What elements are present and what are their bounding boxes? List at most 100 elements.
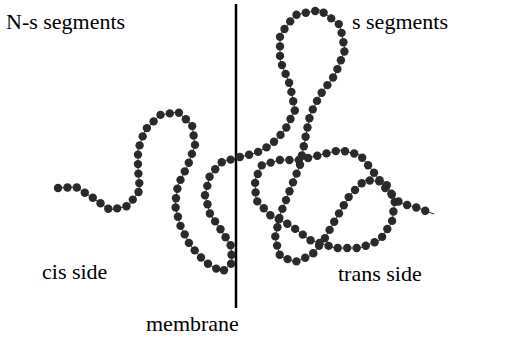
monomer-bead bbox=[335, 20, 343, 28]
monomer-bead bbox=[135, 141, 143, 149]
monomer-bead bbox=[292, 169, 300, 177]
monomer-bead bbox=[96, 199, 104, 207]
monomer-bead bbox=[174, 213, 182, 221]
monomer-bead bbox=[181, 230, 189, 238]
monomer-bead bbox=[339, 38, 347, 46]
monomer-bead bbox=[291, 106, 299, 114]
monomer-bead bbox=[188, 122, 196, 130]
monomer-bead bbox=[301, 133, 309, 141]
monomer-bead bbox=[172, 194, 180, 202]
monomer-bead bbox=[143, 124, 151, 132]
monomer-bead bbox=[276, 156, 284, 164]
monomer-bead bbox=[301, 254, 309, 262]
monomer-bead bbox=[322, 149, 330, 157]
monomer-bead bbox=[282, 123, 290, 131]
monomer-bead bbox=[324, 242, 332, 250]
monomer-bead bbox=[216, 225, 224, 233]
monomer-bead bbox=[383, 225, 391, 233]
monomer-bead bbox=[227, 260, 235, 268]
monomer-bead bbox=[191, 246, 199, 254]
monomer-bead bbox=[270, 138, 278, 146]
monomer-bead bbox=[362, 242, 370, 250]
monomer-bead bbox=[254, 170, 262, 178]
monomer-bead bbox=[343, 244, 351, 252]
monomer-bead bbox=[286, 17, 294, 25]
monomer-bead bbox=[253, 197, 261, 205]
monomer-bead bbox=[166, 109, 174, 117]
monomer-bead bbox=[283, 220, 291, 228]
monomer-bead bbox=[340, 201, 348, 209]
monomer-bead bbox=[366, 176, 374, 184]
monomer-bead bbox=[220, 266, 228, 274]
monomer-bead bbox=[278, 61, 286, 69]
monomer-bead bbox=[134, 188, 142, 196]
monomer-bead bbox=[313, 97, 321, 105]
monomer-bead bbox=[358, 154, 366, 162]
monomer-bead bbox=[295, 156, 303, 164]
monomer-bead bbox=[262, 143, 270, 151]
monomer-bead bbox=[286, 115, 294, 123]
monomer-bead bbox=[319, 9, 327, 17]
monomer-bead bbox=[381, 184, 389, 192]
monomer-bead bbox=[218, 158, 226, 166]
monomer-bead bbox=[370, 169, 378, 177]
monomer-bead bbox=[285, 79, 293, 87]
monomer-bead bbox=[201, 191, 209, 199]
region-label: N-s segments bbox=[6, 10, 125, 34]
monomer-bead bbox=[412, 203, 420, 211]
monomer-bead bbox=[89, 194, 97, 202]
monomer-bead bbox=[304, 154, 312, 162]
monomer-bead bbox=[156, 111, 164, 119]
monomer-bead bbox=[388, 191, 396, 199]
monomer-bead bbox=[285, 156, 293, 164]
monomer-bead bbox=[189, 131, 197, 139]
monomer-bead bbox=[291, 225, 299, 233]
monomer-bead bbox=[323, 81, 331, 89]
monomer-bead bbox=[258, 161, 266, 169]
monomer-bead bbox=[273, 223, 281, 231]
polymer-chain bbox=[54, 7, 434, 275]
monomer-bead bbox=[81, 189, 89, 197]
monomer-bead bbox=[332, 147, 340, 155]
monomer-bead bbox=[134, 169, 142, 177]
monomer-bead bbox=[333, 65, 341, 73]
monomer-bead bbox=[226, 241, 234, 249]
monomer-bead bbox=[289, 97, 297, 105]
monomer-bead bbox=[351, 186, 359, 194]
monomer-bead bbox=[149, 117, 157, 125]
monomer-bead bbox=[182, 115, 190, 123]
monomer-bead bbox=[203, 200, 211, 208]
monomer-bead bbox=[203, 182, 211, 190]
monomer-bead bbox=[282, 196, 290, 204]
monomer-bead bbox=[302, 9, 310, 17]
monomer-bead bbox=[185, 159, 193, 167]
monomer-bead bbox=[173, 185, 181, 193]
monomer-bead bbox=[227, 155, 235, 163]
monomer-bead bbox=[375, 176, 383, 184]
monomer-bead bbox=[276, 251, 284, 259]
monomer-bead bbox=[337, 29, 345, 37]
monomer-bead bbox=[358, 179, 366, 187]
monomer-bead bbox=[129, 195, 137, 203]
monomer-bead bbox=[181, 167, 189, 175]
monomer-bead bbox=[273, 241, 281, 249]
monomer-bead bbox=[191, 141, 199, 149]
monomer-bead bbox=[300, 142, 308, 150]
monomer-bead bbox=[334, 244, 342, 252]
monomer-bead bbox=[204, 260, 212, 268]
monomer-bead bbox=[135, 179, 143, 187]
monomer-bead bbox=[236, 153, 244, 161]
side-label: trans side bbox=[338, 262, 422, 286]
monomer-bead bbox=[287, 88, 295, 96]
monomer-bead bbox=[211, 217, 219, 225]
monomer-bead bbox=[309, 105, 317, 113]
monomer-bead bbox=[278, 205, 286, 213]
monomer-bead bbox=[311, 7, 319, 15]
monomer-bead bbox=[341, 147, 349, 155]
monomer-bead bbox=[394, 197, 402, 205]
monomer-bead bbox=[283, 255, 291, 263]
monomer-bead bbox=[378, 233, 386, 241]
monomer-bead bbox=[212, 264, 220, 272]
monomer-bead bbox=[197, 253, 205, 261]
